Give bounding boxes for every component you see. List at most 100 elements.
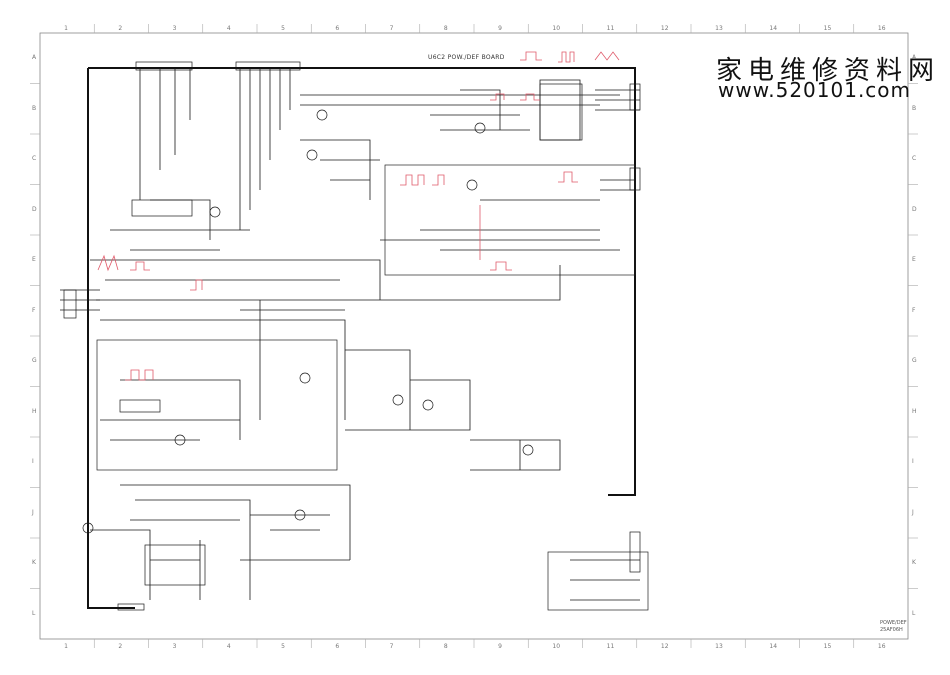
grid-row-label: E — [32, 256, 36, 264]
grid-row-label: D — [32, 205, 37, 213]
trace-network — [60, 68, 640, 601]
waveform-2 — [558, 51, 575, 63]
deflection-block-outline — [384, 164, 636, 276]
connector-right-top — [629, 83, 641, 111]
output-block-outline — [547, 551, 649, 611]
transistor-q6 — [422, 399, 434, 411]
grid-column-label: 2 — [118, 25, 123, 32]
waveform-11 — [520, 93, 540, 101]
grid-row-label: I — [32, 458, 34, 466]
waveform-13 — [190, 279, 203, 291]
grid-column-label: 1 — [64, 25, 68, 32]
components — [63, 61, 641, 611]
grid-row-label: L — [32, 609, 36, 617]
transistor-q8 — [522, 444, 534, 456]
grid-column-label: 14 — [769, 25, 778, 32]
grid-column-label: 16 — [877, 643, 886, 650]
transistor-q2 — [316, 109, 328, 121]
grid-row-label: A — [912, 54, 917, 62]
grid-row-label: K — [912, 559, 916, 567]
grid-column-label: 15 — [823, 25, 832, 32]
ic-power — [119, 399, 161, 413]
waveform-annotations — [97, 51, 620, 381]
ic-main — [539, 83, 583, 141]
grid-row-label: E — [912, 256, 916, 264]
transistor-q4 — [466, 179, 478, 191]
grid-row-label: G — [32, 357, 37, 365]
grid-row-label: C — [32, 155, 37, 163]
grid-column-label: 12 — [660, 643, 669, 650]
grid-column-label: 7 — [389, 643, 394, 650]
transistor-q7 — [392, 394, 404, 406]
grid-column-label: 5 — [281, 25, 285, 32]
grid-column-label: 3 — [172, 643, 177, 650]
ic-left — [131, 199, 193, 217]
grid-column-label: 3 — [172, 25, 177, 32]
grid-row-label: J — [912, 508, 914, 516]
grid-row-label: H — [912, 407, 917, 415]
grid-row-label: K — [32, 559, 36, 567]
transistor-q12 — [82, 522, 94, 534]
title-block: POWE/DEF 25AF06H — [880, 620, 907, 634]
grid-row-label: C — [912, 155, 917, 163]
grid-row-label: F — [32, 306, 36, 314]
waveform-9 — [558, 171, 578, 183]
watermark-chinese: 家电维修资料网 — [716, 56, 941, 86]
transistor-q11 — [474, 122, 486, 134]
sheet-frame — [39, 32, 909, 640]
grid-column-label: 13 — [715, 25, 723, 32]
transistor-q5 — [174, 434, 186, 446]
grid-column-label: 13 — [715, 643, 723, 650]
grid-row-label: G — [912, 357, 917, 365]
grid-row-label: A — [32, 54, 37, 62]
grid-row-label: B — [32, 104, 37, 112]
grid-column-label: 7 — [389, 25, 394, 32]
grid-column-label: 10 — [552, 643, 561, 650]
grid-row-label: I — [912, 458, 914, 466]
transformer-bottom — [144, 544, 206, 586]
waveform-1 — [520, 51, 542, 61]
grid-column-label: 9 — [498, 25, 502, 32]
power-block-outline — [96, 339, 338, 471]
grid-row-label: D — [912, 205, 917, 213]
grid-column-label: 4 — [226, 25, 231, 32]
grid-column-label: 12 — [660, 25, 669, 32]
waveform-7 — [400, 174, 425, 186]
waveform-4 — [97, 254, 119, 272]
watermark-url: www.520101.com — [718, 78, 912, 102]
grid-column-label: 6 — [335, 643, 340, 650]
grid-row-label: L — [912, 609, 916, 617]
connector-bottom — [117, 603, 145, 611]
grid-column-label: 8 — [443, 643, 448, 650]
grid-row-label: H — [32, 407, 37, 415]
waveform-5 — [130, 261, 150, 271]
grid-column-label: 14 — [769, 643, 778, 650]
waveform-12 — [490, 93, 505, 101]
grid-row-label: B — [912, 104, 917, 112]
connector-left — [63, 289, 77, 319]
grid-column-label: 11 — [606, 25, 615, 32]
title-block-line-2: 25AF06H — [880, 627, 903, 633]
grid-column-label: 2 — [118, 643, 123, 650]
board-title: U6C2 POW./DEF BOARD — [428, 54, 505, 61]
transistor-q3 — [306, 149, 318, 161]
grid-column-label: 15 — [823, 643, 832, 650]
grid-column-label: 10 — [552, 25, 561, 32]
grid-row-label: F — [912, 306, 916, 314]
title-block-line-1: POWE/DEF — [880, 620, 907, 626]
grid-column-label: 1 — [64, 643, 68, 650]
transistor-q10 — [294, 509, 306, 521]
connector-right-mid — [629, 167, 641, 191]
grid-column-label: 9 — [498, 643, 502, 650]
transistor-q9 — [299, 372, 311, 384]
grid-column-label: 11 — [606, 643, 615, 650]
transistor-q1 — [209, 206, 221, 218]
waveform-3 — [594, 51, 620, 61]
connector-right-low — [629, 531, 641, 573]
waveform-6 — [125, 369, 154, 381]
board-outline — [87, 67, 636, 609]
connector-top-left — [135, 61, 193, 71]
grid-row-label: J — [32, 508, 34, 516]
